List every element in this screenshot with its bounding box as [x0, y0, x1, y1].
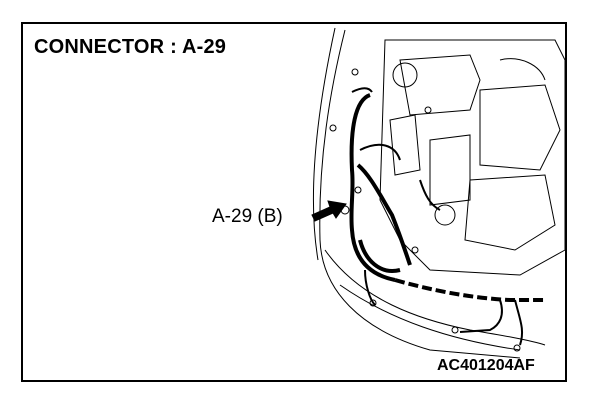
wiring-harness [349, 93, 545, 302]
fender-outline [312, 27, 336, 261]
connector-title: CONNECTOR : A-29 [34, 36, 227, 58]
bumper-lower [339, 284, 521, 351]
callout-arrow-icon [311, 200, 347, 222]
diagram-frame [21, 22, 567, 382]
connector-callout-label: A-29 (B) [212, 206, 283, 227]
figure-code: AC401204AF [437, 357, 535, 374]
hood-outline [319, 29, 521, 359]
engine-cover [379, 39, 566, 276]
